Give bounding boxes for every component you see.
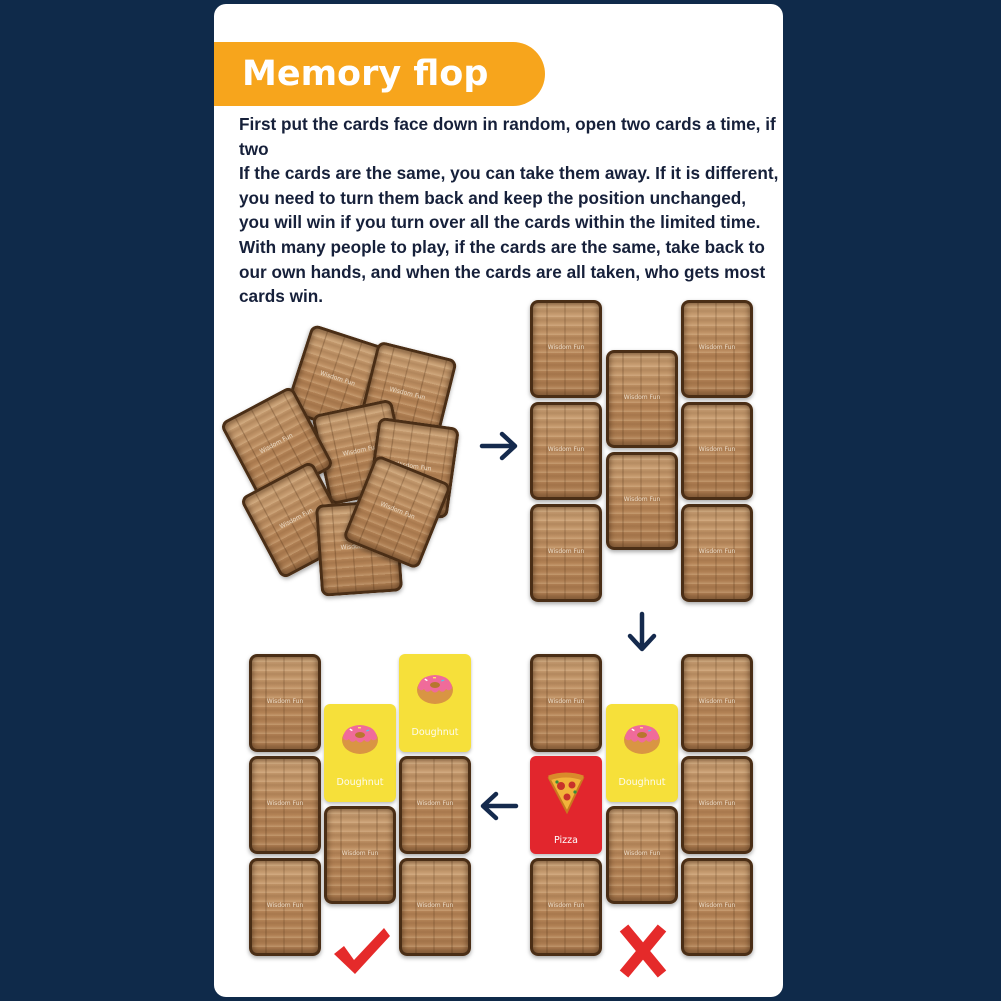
card-brand: Wisdom Fun — [547, 344, 585, 352]
card-brand: Wisdom Fun — [266, 698, 304, 706]
doughnut-label: Doughnut — [411, 727, 459, 738]
card-brand: Wisdom Fun — [698, 698, 736, 706]
down-arrow-icon — [627, 611, 657, 652]
card-brand: Wisdom Fun — [698, 446, 736, 454]
card-back: Wisdom Fun — [530, 858, 602, 956]
doughnut-icon — [417, 675, 453, 704]
card-brand: Wisdom Fun — [547, 548, 585, 556]
left-arrow-icon — [480, 791, 519, 821]
card-back: Wisdom Fun — [681, 654, 753, 752]
card-brand: Wisdom Fun — [379, 500, 416, 522]
card-brand: Wisdom Fun — [698, 548, 736, 556]
doughnut-card: Doughnut — [324, 704, 396, 802]
card-brand: Wisdom Fun — [623, 394, 661, 402]
card-brand: Wisdom Fun — [698, 344, 736, 352]
pizza-label: Pizza — [554, 835, 578, 846]
instructions-text: First put the cards face down in random,… — [239, 112, 779, 309]
page-title: Memory flop — [242, 54, 489, 94]
checkmark-icon — [334, 928, 390, 974]
cross-icon — [619, 924, 667, 978]
instruction-paragraph-3: With many people to play, if the cards a… — [239, 236, 766, 307]
card-brand: Wisdom Fun — [547, 698, 585, 706]
card-back: Wisdom Fun — [606, 806, 678, 904]
doughnut-label: Doughnut — [336, 777, 384, 788]
instruction-paragraph-1: First put the cards face down in random,… — [239, 114, 776, 159]
card-back: Wisdom Fun — [606, 350, 678, 448]
card-brand: Wisdom Fun — [258, 432, 295, 456]
card-back: Wisdom Fun — [530, 504, 602, 602]
card-back: Wisdom Fun — [681, 300, 753, 398]
card-brand: Wisdom Fun — [416, 902, 454, 910]
doughnut-label: Doughnut — [618, 777, 666, 788]
card-back: Wisdom Fun — [249, 858, 321, 956]
card-back: Wisdom Fun — [399, 756, 471, 854]
right-arrow-icon — [479, 431, 518, 461]
card-back: Wisdom Fun — [681, 858, 753, 956]
instruction-sheet: Memory flop First put the cards face dow… — [214, 4, 783, 997]
card-back: Wisdom Fun — [681, 756, 753, 854]
card-brand: Wisdom Fun — [698, 902, 736, 910]
card-back: Wisdom Fun — [249, 756, 321, 854]
doughnut-icon — [624, 725, 660, 754]
card-brand: Wisdom Fun — [266, 902, 304, 910]
card-back: Wisdom Fun — [681, 504, 753, 602]
pizza-icon — [547, 772, 585, 815]
card-brand: Wisdom Fun — [266, 800, 304, 808]
card-back: Wisdom Fun — [399, 858, 471, 956]
card-back: Wisdom Fun — [606, 452, 678, 550]
card-brand: Wisdom Fun — [416, 800, 454, 808]
instruction-paragraph-2: If the cards are the same, you can take … — [239, 163, 779, 233]
card-brand: Wisdom Fun — [341, 850, 379, 858]
card-brand: Wisdom Fun — [547, 902, 585, 910]
title-banner: Memory flop — [214, 42, 545, 106]
card-brand: Wisdom Fun — [623, 496, 661, 504]
card-back: Wisdom Fun — [324, 806, 396, 904]
card-back: Wisdom Fun — [681, 402, 753, 500]
doughnut-card: Doughnut — [606, 704, 678, 802]
card-back: Wisdom Fun — [530, 300, 602, 398]
pizza-card: Pizza — [530, 756, 602, 854]
card-brand: Wisdom Fun — [547, 446, 585, 454]
card-brand: Wisdom Fun — [698, 800, 736, 808]
card-brand: Wisdom Fun — [623, 850, 661, 858]
card-back: Wisdom Fun — [530, 402, 602, 500]
doughnut-card: Doughnut — [399, 654, 471, 752]
card-back: Wisdom Fun — [530, 654, 602, 752]
card-back: Wisdom Fun — [249, 654, 321, 752]
doughnut-icon — [342, 725, 378, 754]
